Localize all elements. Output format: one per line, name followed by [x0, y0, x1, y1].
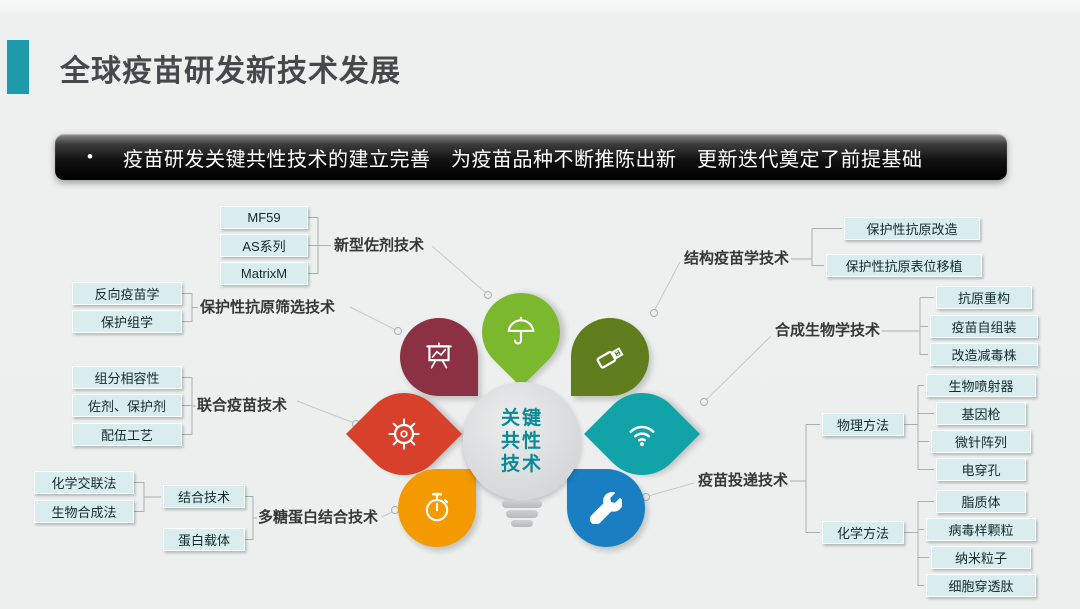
item-box-compatibility-process: 配伍工艺: [72, 423, 182, 446]
central-bulb: 关键 共性 技术: [463, 382, 581, 500]
item-box-chemical-crosslink: 化学交联法: [34, 471, 134, 494]
label-structural-vaccinology-tech: 结构疫苗学技术: [684, 250, 790, 267]
item-box-electroporation: 电穿孔: [936, 458, 1026, 481]
item-box-physical-method: 物理方法: [822, 413, 904, 436]
item-box-microneedle-array: 微针阵列: [931, 430, 1031, 453]
item-box-gene-gun: 基因枪: [936, 402, 1026, 425]
label-combined-vaccine-tech: 联合疫苗技术: [197, 397, 288, 414]
item-box-chemical-method: 化学方法: [822, 521, 904, 544]
bulb-base-segment: [506, 510, 538, 518]
item-box-protectomics: 保护组学: [72, 310, 182, 333]
petal-olive: [571, 318, 649, 396]
center-keyword-line2: 共性: [500, 430, 543, 452]
wifi-icon: [624, 416, 660, 452]
item-box-binding-tech: 结合技术: [163, 485, 245, 508]
item-box-mf59: MF59: [220, 206, 308, 229]
ship-wheel-icon: [386, 416, 422, 452]
banner-text: 疫苗研发关键共性技术的建立完善 为疫苗品种不断推陈出新 更新迭代奠定了前提基础: [122, 148, 923, 171]
item-box-virus-like-particle: 病毒样颗粒: [926, 518, 1036, 541]
petal-orange: [398, 469, 476, 547]
umbrella-icon: [504, 315, 538, 349]
item-box-antigen-reconstruction: 抗原重构: [936, 286, 1032, 309]
petal-red: [346, 376, 462, 492]
item-box-protein-carrier: 蛋白载体: [163, 528, 245, 551]
key-message-banner: • 疫苗研发关键共性技术的建立完善 为疫苗品种不断推陈出新 更新迭代奠定了前提基…: [55, 134, 1007, 180]
item-box-as-series: AS系列: [220, 234, 308, 257]
item-box-antigen-modification: 保护性抗原改造: [844, 217, 980, 240]
usb-drive-icon: [585, 332, 634, 381]
center-keyword-line3: 技术: [500, 453, 543, 475]
petal-blue: [567, 469, 645, 547]
bullet-icon: •: [87, 147, 93, 166]
label-vaccine-delivery-tech: 疫苗投递技术: [698, 472, 789, 489]
label-conjugate-tech: 多糖蛋白结合技术: [258, 509, 379, 526]
page-title: 全球疫苗研发新技术发展: [60, 55, 401, 88]
wrench-icon: [590, 492, 622, 524]
item-box-nanoparticle: 纳米粒子: [931, 546, 1031, 569]
item-box-bio-injector: 生物喷射器: [926, 374, 1036, 397]
petal-green: [465, 276, 577, 388]
stopwatch-icon: [420, 491, 454, 525]
item-box-adjuvant-protectant: 佐剂、保护剂: [72, 394, 182, 417]
petal-teal: [584, 376, 700, 492]
item-box-cell-penetrating-peptide: 细胞穿透肽: [926, 574, 1036, 597]
label-synthetic-biology-tech: 合成生物学技术: [775, 322, 881, 339]
presentation-icon: [422, 340, 456, 374]
item-box-matrixm: MatrixM: [220, 262, 308, 285]
item-box-component-compatibility: 组分相容性: [72, 366, 182, 389]
item-box-biosynthesis: 生物合成法: [34, 500, 134, 523]
label-antigen-screening-tech: 保护性抗原筛选技术: [200, 299, 336, 316]
item-box-reverse-vaccinology: 反向疫苗学: [72, 282, 182, 305]
label-adjuvant-tech: 新型佐剂技术: [334, 237, 425, 254]
item-box-attenuated-strain: 改造减毒株: [930, 343, 1038, 366]
item-box-liposome: 脂质体: [936, 490, 1026, 513]
bulb-base-segment: [511, 520, 533, 527]
title-accent-block: [7, 40, 29, 94]
center-keyword-line1: 关键: [500, 407, 543, 429]
petal-maroon: [400, 318, 478, 396]
bulb-base-segment: [502, 500, 542, 508]
item-box-epitope-grafting: 保护性抗原表位移植: [826, 254, 982, 277]
item-box-self-assembly: 疫苗自组装: [930, 315, 1038, 338]
